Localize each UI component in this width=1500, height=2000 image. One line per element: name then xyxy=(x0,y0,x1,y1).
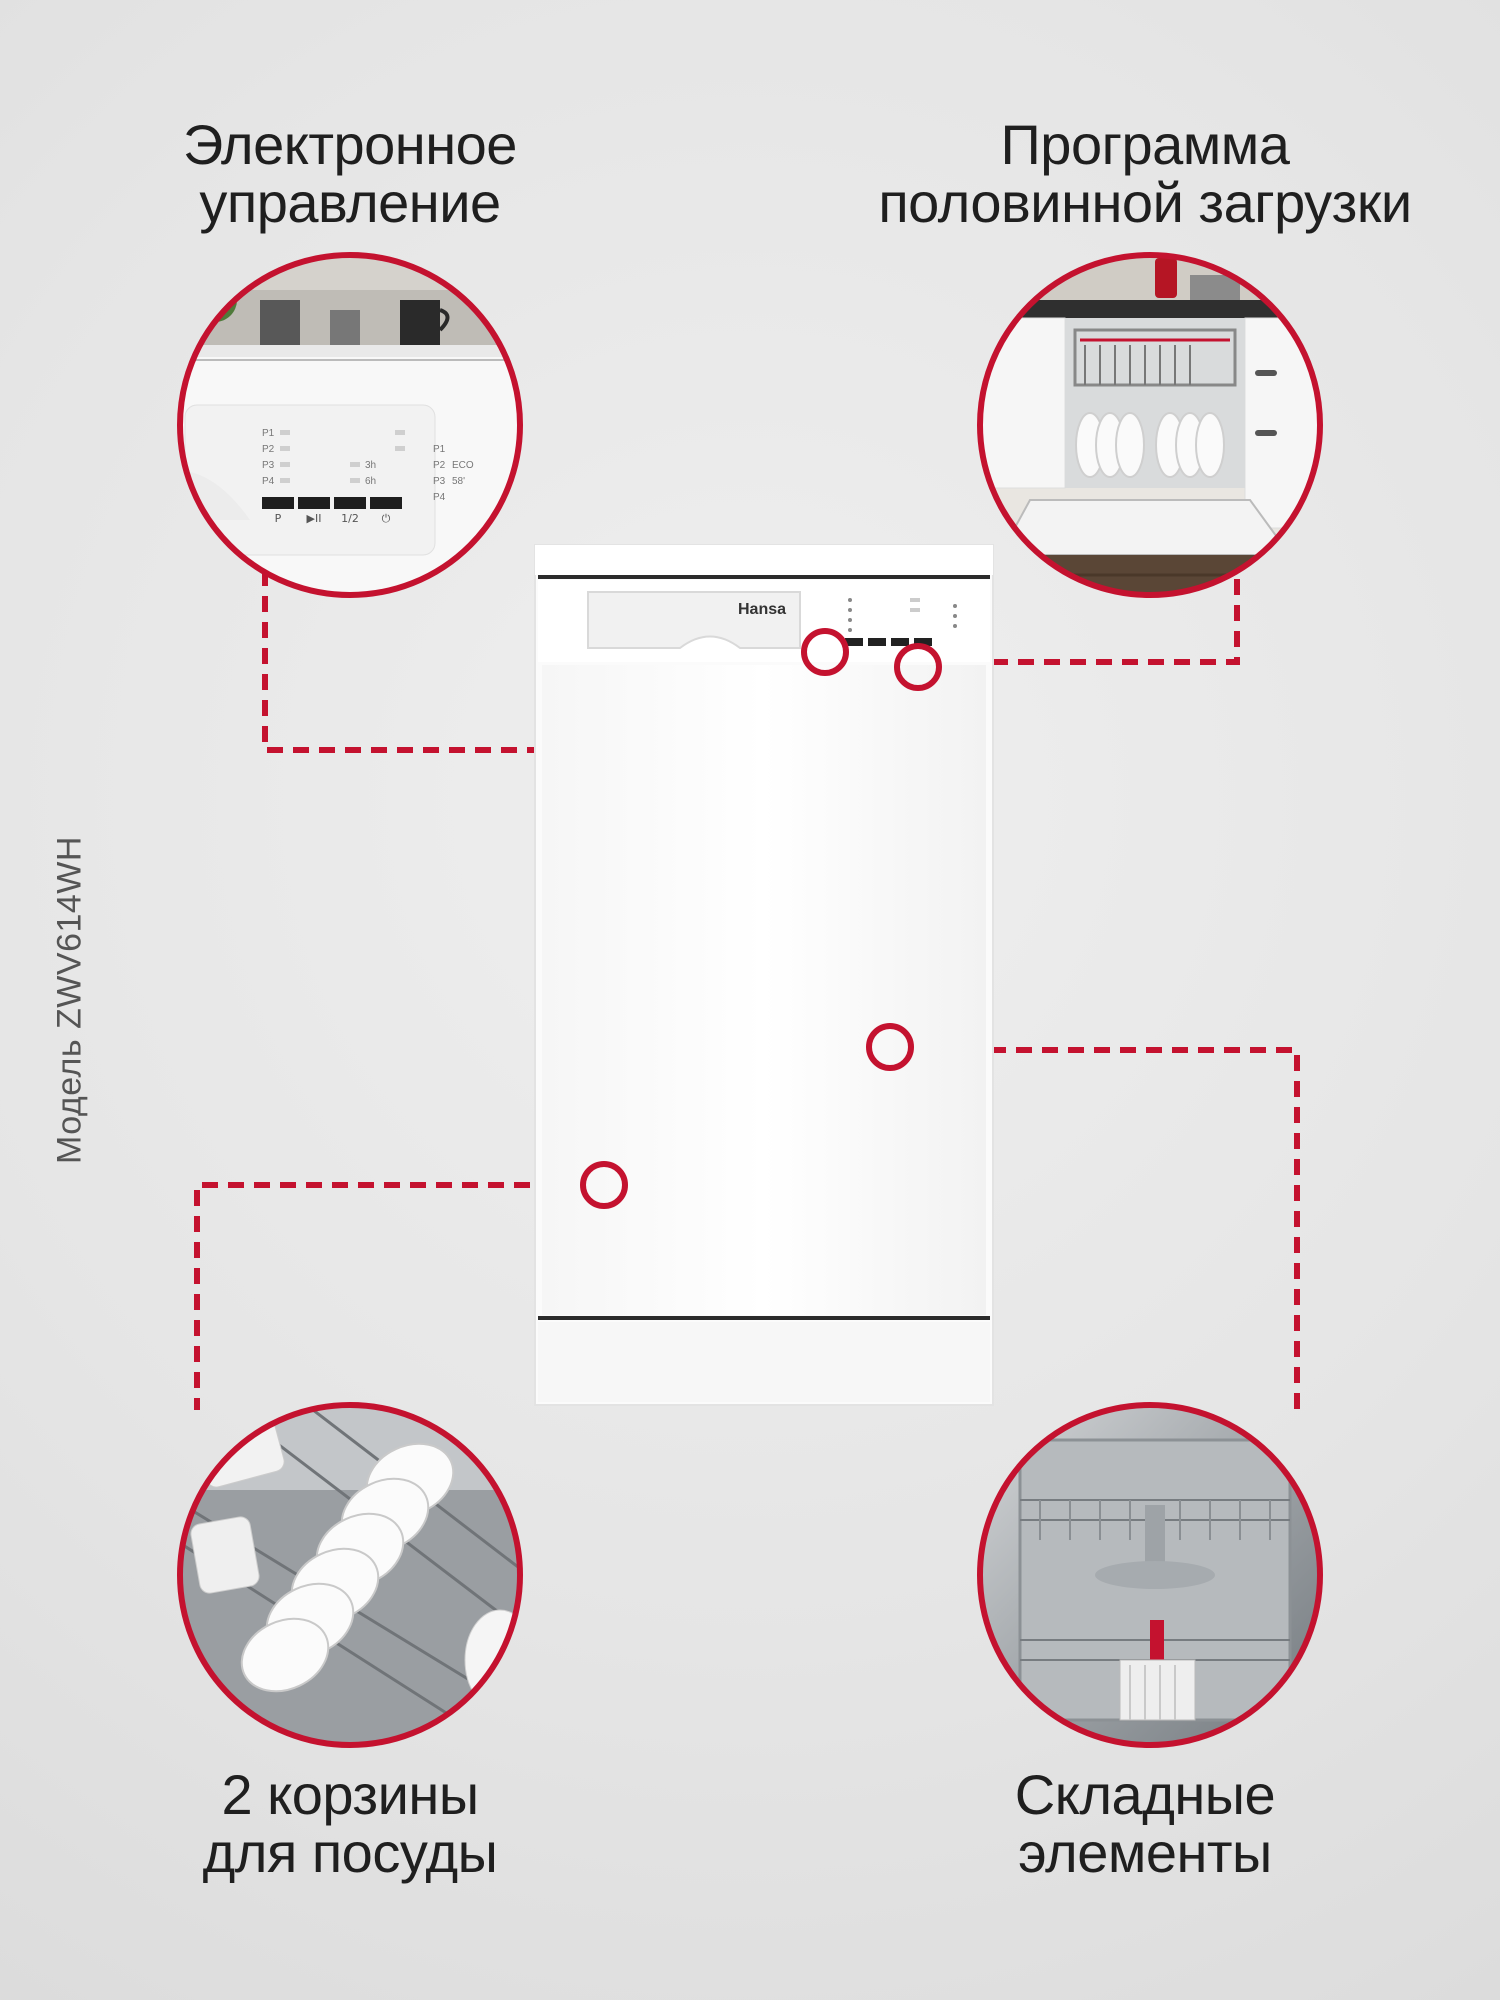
svg-text:▶II: ▶II xyxy=(307,512,322,525)
svg-text:P1: P1 xyxy=(262,428,275,439)
title-half-load: Программа половинной загрузки xyxy=(795,116,1495,232)
svg-text:⏻: ⏻ xyxy=(382,512,391,525)
title-line: 2 корзины xyxy=(221,1763,479,1826)
hotspot-two-baskets xyxy=(580,1161,628,1209)
title-line: Электронное xyxy=(183,113,517,176)
title-line: элементы xyxy=(1018,1821,1272,1884)
svg-text:3h: 3h xyxy=(365,460,376,471)
svg-text:P4: P4 xyxy=(262,476,275,487)
connector-folding-elements xyxy=(912,1047,1300,1410)
svg-text:1/2: 1/2 xyxy=(341,512,359,525)
title-folding-elements: Складные элементы xyxy=(795,1766,1495,1882)
brand-logo: Hansa xyxy=(738,601,786,618)
hotspot-folding-elements xyxy=(866,1023,914,1071)
hotspot-electronic-control xyxy=(801,628,849,676)
svg-text:P2: P2 xyxy=(262,444,275,455)
hotspot-half-load xyxy=(894,643,942,691)
svg-text:P3: P3 xyxy=(262,460,275,471)
svg-text:58': 58' xyxy=(452,476,465,487)
connector-half-load xyxy=(940,570,1240,665)
mini-control-panel xyxy=(845,598,957,646)
dishwasher: Hansa xyxy=(534,544,994,1406)
title-line: половинной загрузки xyxy=(878,171,1412,234)
model-label: Модель ZWV614WH xyxy=(50,836,89,1164)
svg-text:P4: P4 xyxy=(433,492,446,503)
title-line: управление xyxy=(199,171,501,234)
svg-text:P: P xyxy=(275,512,282,525)
title-two-baskets: 2 корзины для посуды xyxy=(0,1766,700,1882)
connector-two-baskets xyxy=(194,1182,582,1410)
svg-text:6h: 6h xyxy=(365,476,376,487)
title-line: Программа xyxy=(1000,113,1290,176)
title-electronic-control: Электронное управление xyxy=(0,116,700,232)
svg-text:P3: P3 xyxy=(433,476,446,487)
bubble-folding-elements xyxy=(980,1405,1320,1745)
bubble-half-load xyxy=(980,255,1320,595)
svg-text:ECO: ECO xyxy=(452,460,474,471)
title-line: Складные xyxy=(1014,1763,1276,1826)
svg-text:P2: P2 xyxy=(433,460,446,471)
svg-text:P1: P1 xyxy=(433,444,446,455)
title-line: для посуды xyxy=(202,1821,498,1884)
